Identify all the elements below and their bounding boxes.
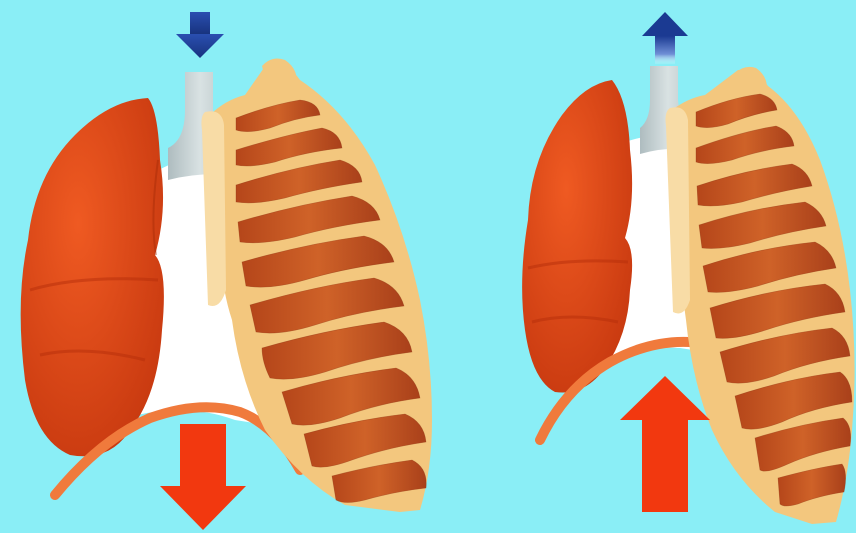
- breathing-diagram: [0, 0, 856, 533]
- breathing-diagram-svg: [0, 0, 856, 533]
